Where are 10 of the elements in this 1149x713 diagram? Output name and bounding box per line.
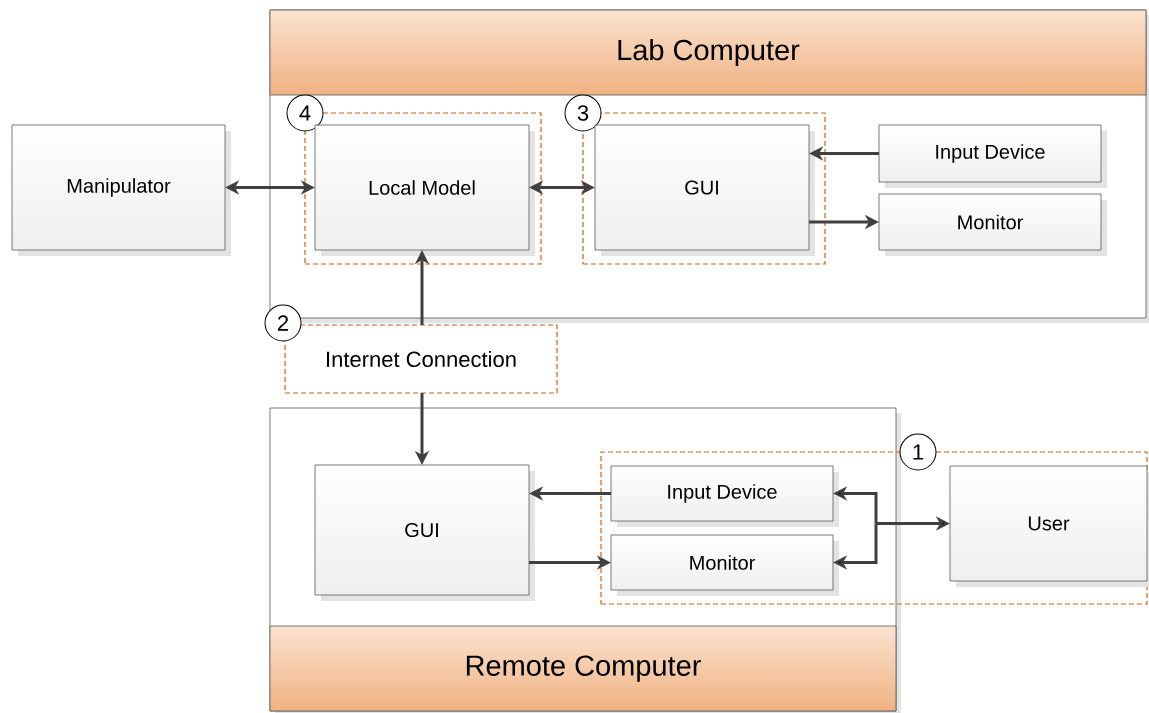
- process-box: GUI: [314, 464, 535, 601]
- process-box: Monitor: [610, 534, 839, 596]
- process-box: Local Model: [314, 124, 535, 256]
- process-box: User: [949, 465, 1149, 587]
- process-box: GUI: [594, 124, 815, 256]
- process-box: Input Device: [878, 124, 1107, 188]
- dashed-group: 2 Internet Connection: [264, 304, 558, 394]
- process-box: Manipulator: [11, 124, 231, 256]
- process-box: Input Device: [610, 465, 839, 527]
- process-box: Monitor: [878, 193, 1107, 256]
